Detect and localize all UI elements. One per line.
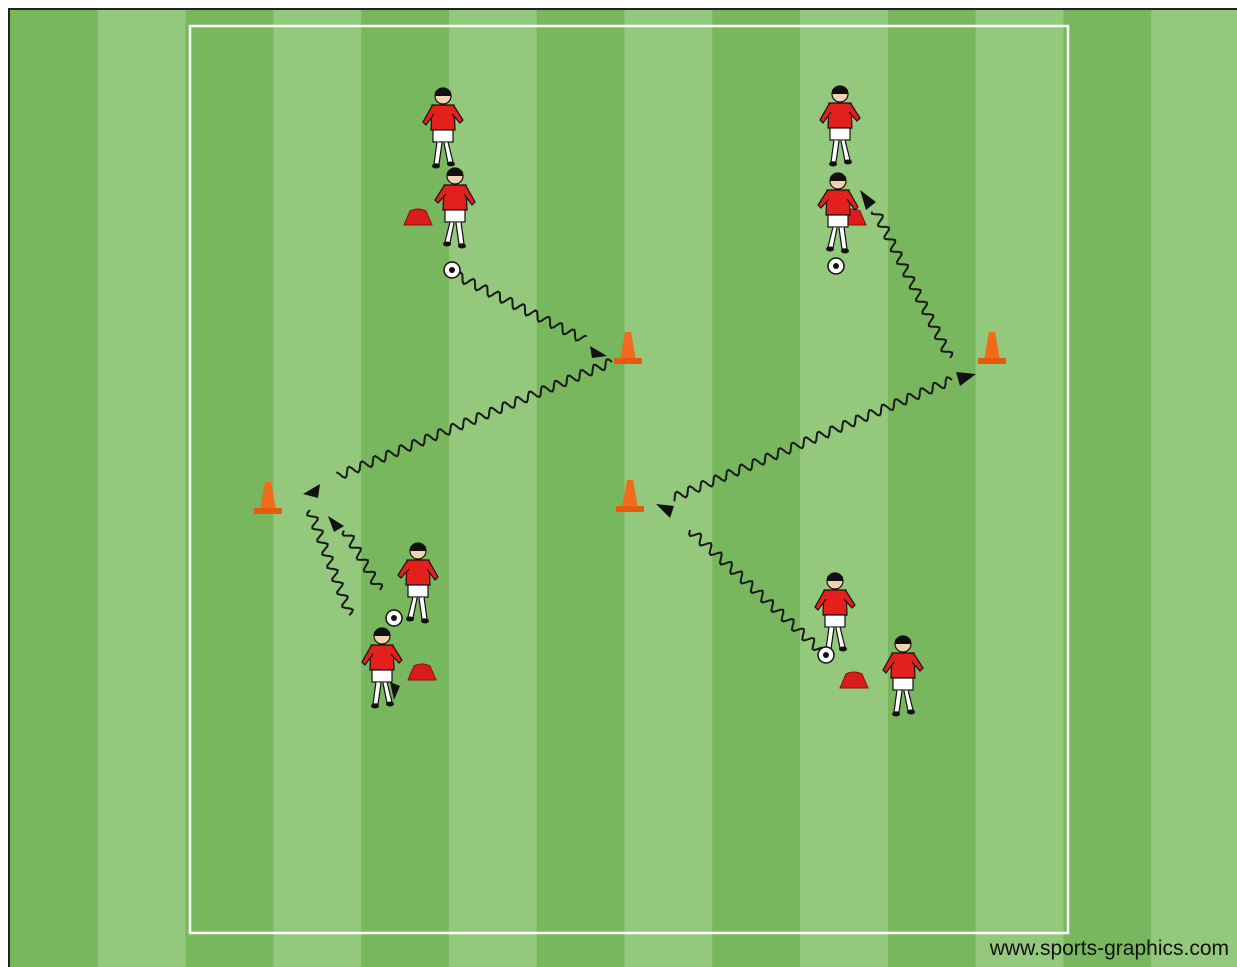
pitch-stripe (537, 10, 625, 967)
pitch-stripe (98, 10, 186, 967)
pitch-stripe (1063, 10, 1151, 967)
pitch-graphic (10, 10, 1237, 967)
credit-text: www.sports-graphics.com (990, 937, 1229, 961)
ball-icon (444, 262, 460, 278)
pitch-stripe (976, 10, 1064, 967)
pitch-stripe (712, 10, 800, 967)
pitch-stripe (1151, 10, 1237, 967)
ball-icon (828, 258, 844, 274)
pitch-stripe (888, 10, 976, 967)
ball-icon (386, 610, 402, 626)
pitch-stripes (10, 10, 1237, 967)
pitch-stripe (186, 10, 274, 967)
pitch-stripe (449, 10, 537, 967)
pitch-stripe (10, 10, 98, 967)
pitch (8, 8, 1237, 967)
ball-icon (818, 647, 834, 663)
